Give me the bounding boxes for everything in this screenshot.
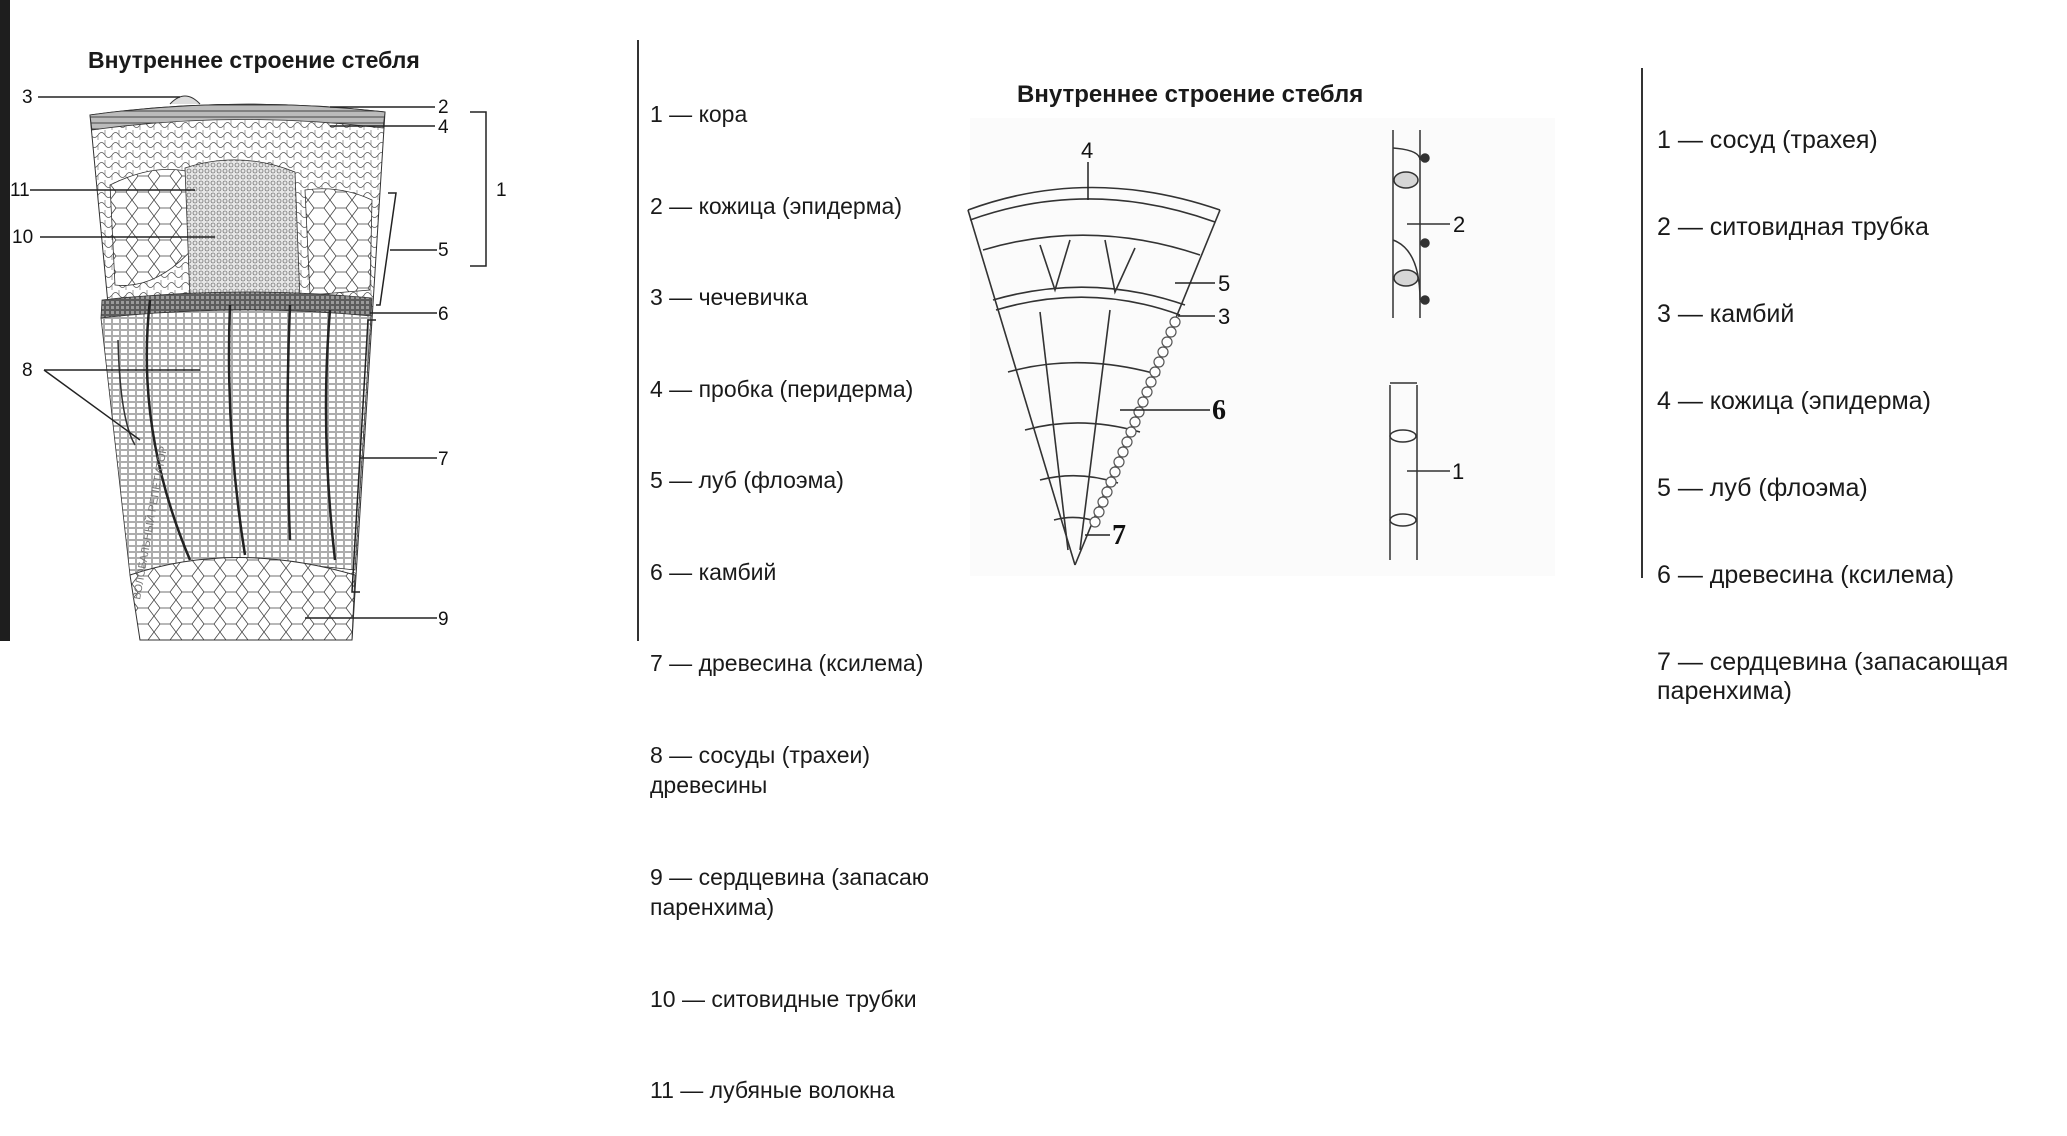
callout-6: 6 xyxy=(1212,395,1226,426)
callout-7: 7 xyxy=(438,449,449,470)
diagram2-background xyxy=(970,118,1555,576)
diagram2-title: Внутреннее строение стебля xyxy=(1017,81,1364,108)
callout-9: 9 xyxy=(438,609,449,630)
legend1-item: 11 — лубяные волокна xyxy=(650,1077,895,1103)
diagram1-callouts: 3 2 4 1 11 10 5 6 8 7 9 xyxy=(10,87,507,630)
legend2-item: 6 — древесина (ксилема) xyxy=(1657,561,1955,589)
legend1-item: 4 — пробка (перидерма) xyxy=(650,375,914,402)
legend1-item: 1 — кора xyxy=(650,101,748,127)
legend1-item: 8 — сосуды (трахеи) древесины xyxy=(650,741,871,799)
callout-5: 5 xyxy=(438,240,449,261)
diagram2-callouts: 4 5 3 6 7 xyxy=(1081,138,1230,551)
legend1-item: 5 — луб (флоэма) xyxy=(650,467,844,493)
vessel-drawing xyxy=(1389,382,1450,560)
sieve-tube-drawing xyxy=(1392,130,1450,318)
legend1-item: 6 — камбий xyxy=(650,558,777,585)
legend1-item: 7 — древесина (ксилема) xyxy=(650,650,924,676)
stem-cross-section-illustration: ВОЛОБАЛЬНЫЙ РЕПЕТИТОР 3 2 4 1 11 10 5 6 … xyxy=(10,87,507,641)
legend2-item: 7 — сердцевина (запасающая паренхима) xyxy=(1657,648,2009,705)
legend2-item: 2 — ситовидная трубка xyxy=(1657,213,1929,241)
callout-2: 2 xyxy=(1453,212,1465,237)
callout-4: 4 xyxy=(1081,138,1093,163)
stem-wedge xyxy=(89,95,386,641)
callout-5: 5 xyxy=(1218,271,1230,296)
callout-4: 4 xyxy=(438,117,449,138)
callout-11: 11 xyxy=(10,180,30,201)
divider-1 xyxy=(637,40,639,641)
diagram1-leaders xyxy=(30,96,487,619)
legend2-item: 4 — кожица (эпидерма) xyxy=(1657,387,1931,415)
stem-sector-diagram: 4 5 3 6 7 2 1 xyxy=(967,118,1555,576)
callout-7: 7 xyxy=(1112,520,1126,551)
divider-2 xyxy=(1641,68,1643,578)
legend2-item: 3 — камбий xyxy=(1657,300,1795,328)
callout-1: 1 xyxy=(1452,459,1464,484)
callout-2: 2 xyxy=(438,97,449,118)
callout-3: 3 xyxy=(1218,304,1230,329)
legend1-item: 10 — ситовидные трубки xyxy=(650,985,917,1012)
window-edge xyxy=(0,0,10,641)
legend1-item: 2 — кожица (эпидерма) xyxy=(650,192,902,219)
legend-2: 1 — сосуд (трахея) 2 — ситовидная трубка… xyxy=(1657,68,2067,735)
legend2-item: 5 — луб (флоэма) xyxy=(1657,474,1868,502)
legend1-item: 3 — чечевичка xyxy=(650,284,808,310)
callout-10: 10 xyxy=(12,227,33,248)
callout-6: 6 xyxy=(438,304,449,325)
callout-3: 3 xyxy=(22,87,33,108)
diagram2-leaders xyxy=(1085,162,1215,536)
callout-8: 8 xyxy=(22,360,33,381)
diagram1-title: Внутреннее строение стебля xyxy=(88,47,420,73)
legend2-item: 1 — сосуд (трахея) xyxy=(1657,126,1878,154)
callout-1: 1 xyxy=(496,180,507,201)
legend1-item: 9 — сердцевина (запасаю паренхима) xyxy=(650,863,929,921)
